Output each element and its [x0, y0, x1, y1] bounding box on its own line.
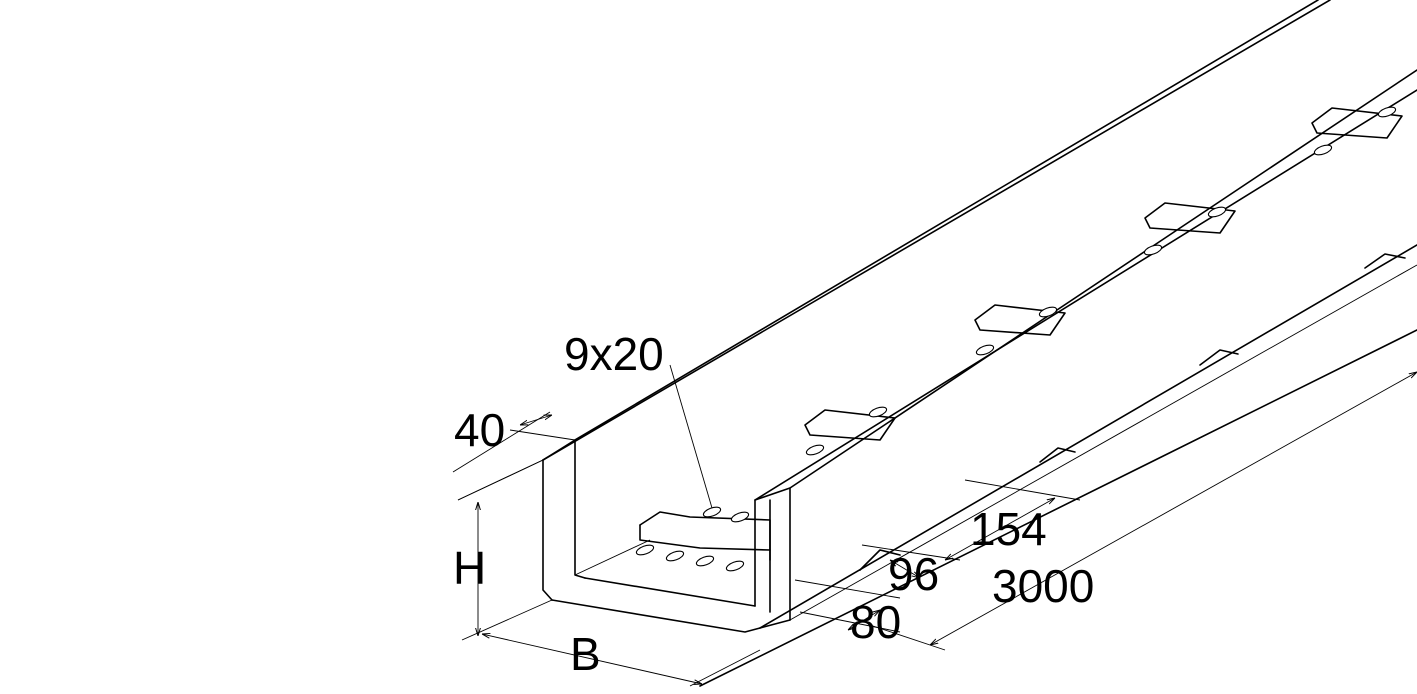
offset-label: 80: [850, 596, 901, 648]
width-label: B: [570, 628, 601, 680]
flange-label: 40: [454, 404, 505, 456]
pitch-long-label: 154: [970, 503, 1047, 555]
slot-holes: [635, 106, 1397, 572]
trunking-body: [542, 0, 1417, 687]
dimension-labels: 9x20 40 H B 154 96 80 3000: [453, 328, 1094, 680]
height-label: H: [453, 542, 486, 594]
slot-label: 9x20: [564, 328, 664, 380]
floor-tabs: [639, 107, 1406, 571]
pitch-short-label: 96: [888, 548, 939, 600]
dimension-lines: [452, 364, 1417, 687]
length-label: 3000: [992, 560, 1094, 612]
